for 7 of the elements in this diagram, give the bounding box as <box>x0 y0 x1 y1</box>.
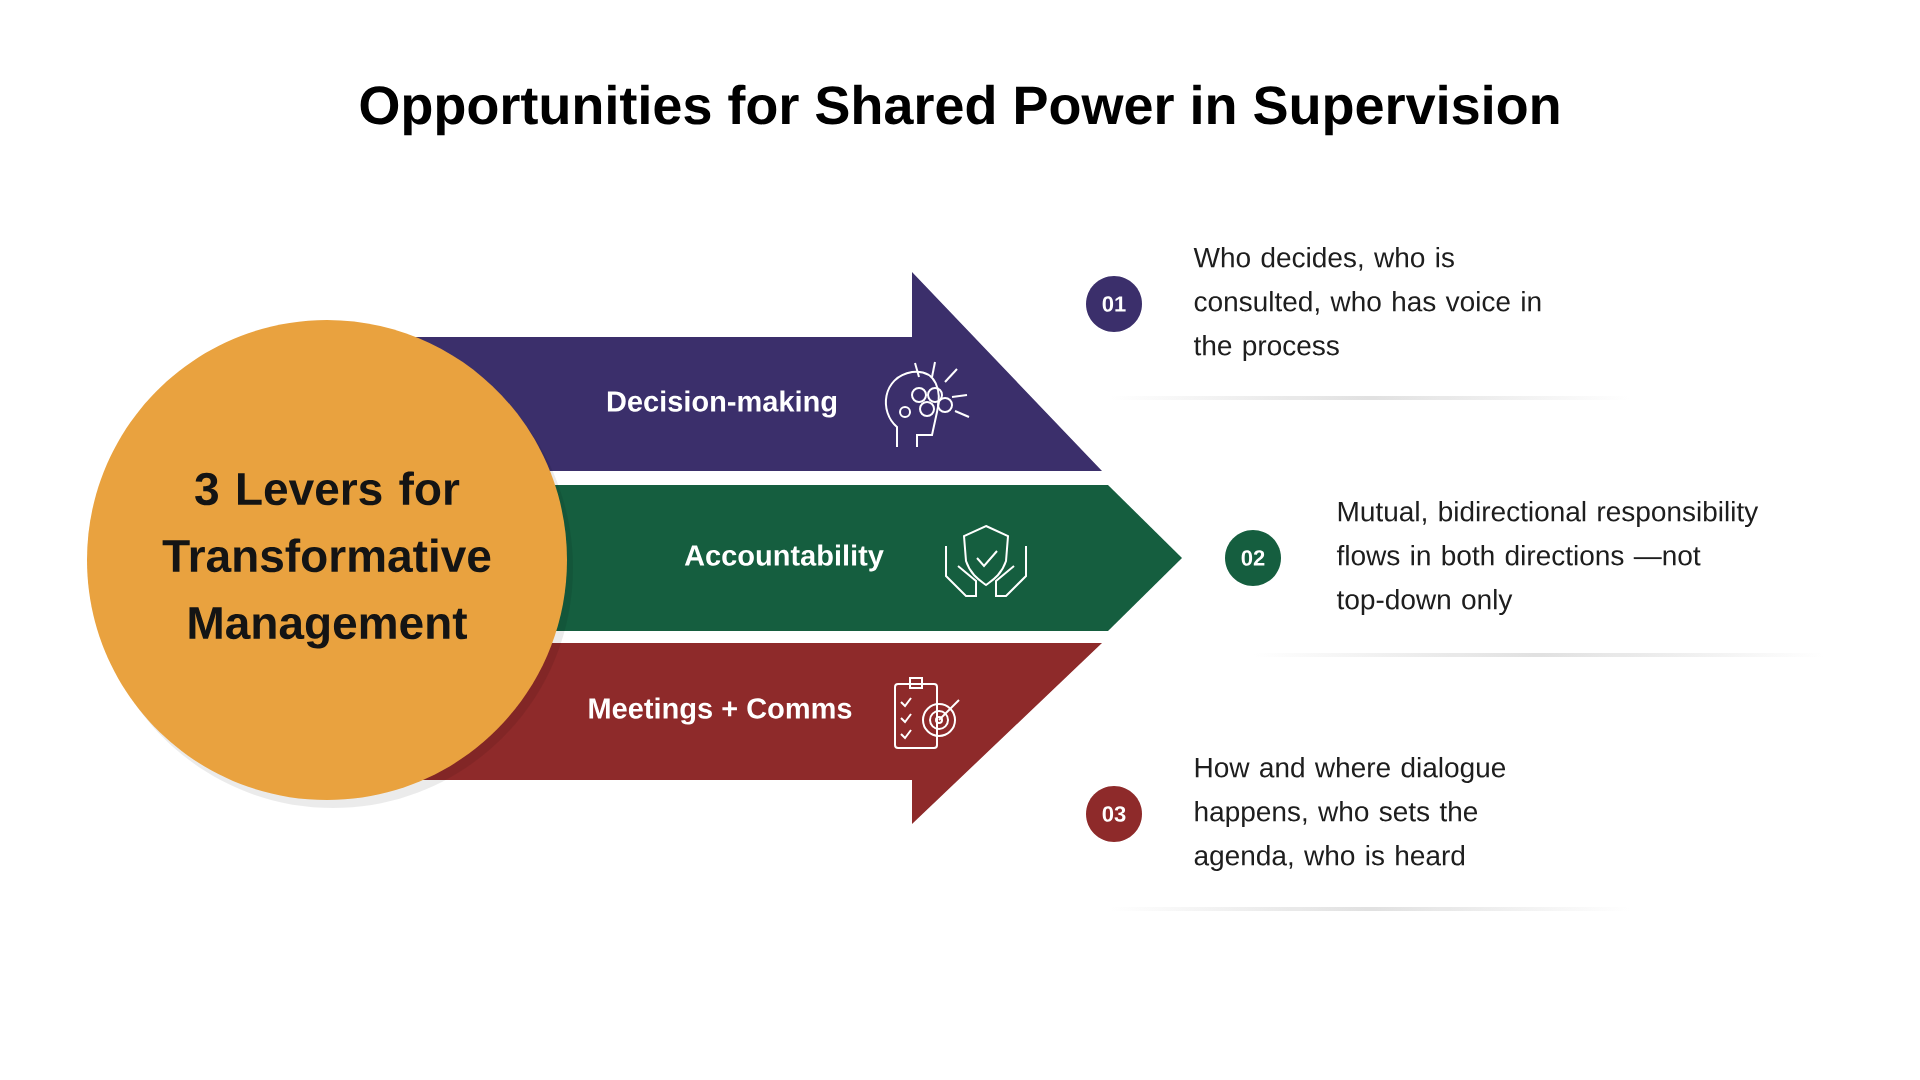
number-badge: 02 <box>1225 530 1281 586</box>
description: Who decides, who is consulted, who has voice in the process <box>1193 246 1541 362</box>
number-badge: 03 <box>1086 786 1142 842</box>
number-badge: 01 <box>1086 276 1142 332</box>
description: Mutual, bidirectional responsibility flows in both directions —not top-down only <box>1336 500 1759 616</box>
description: How and where dialogue happens, who sets the agenda, who is heard <box>1194 756 1506 872</box>
title: Opportunities for Shared Power in Supervision <box>360 84 1559 136</box>
